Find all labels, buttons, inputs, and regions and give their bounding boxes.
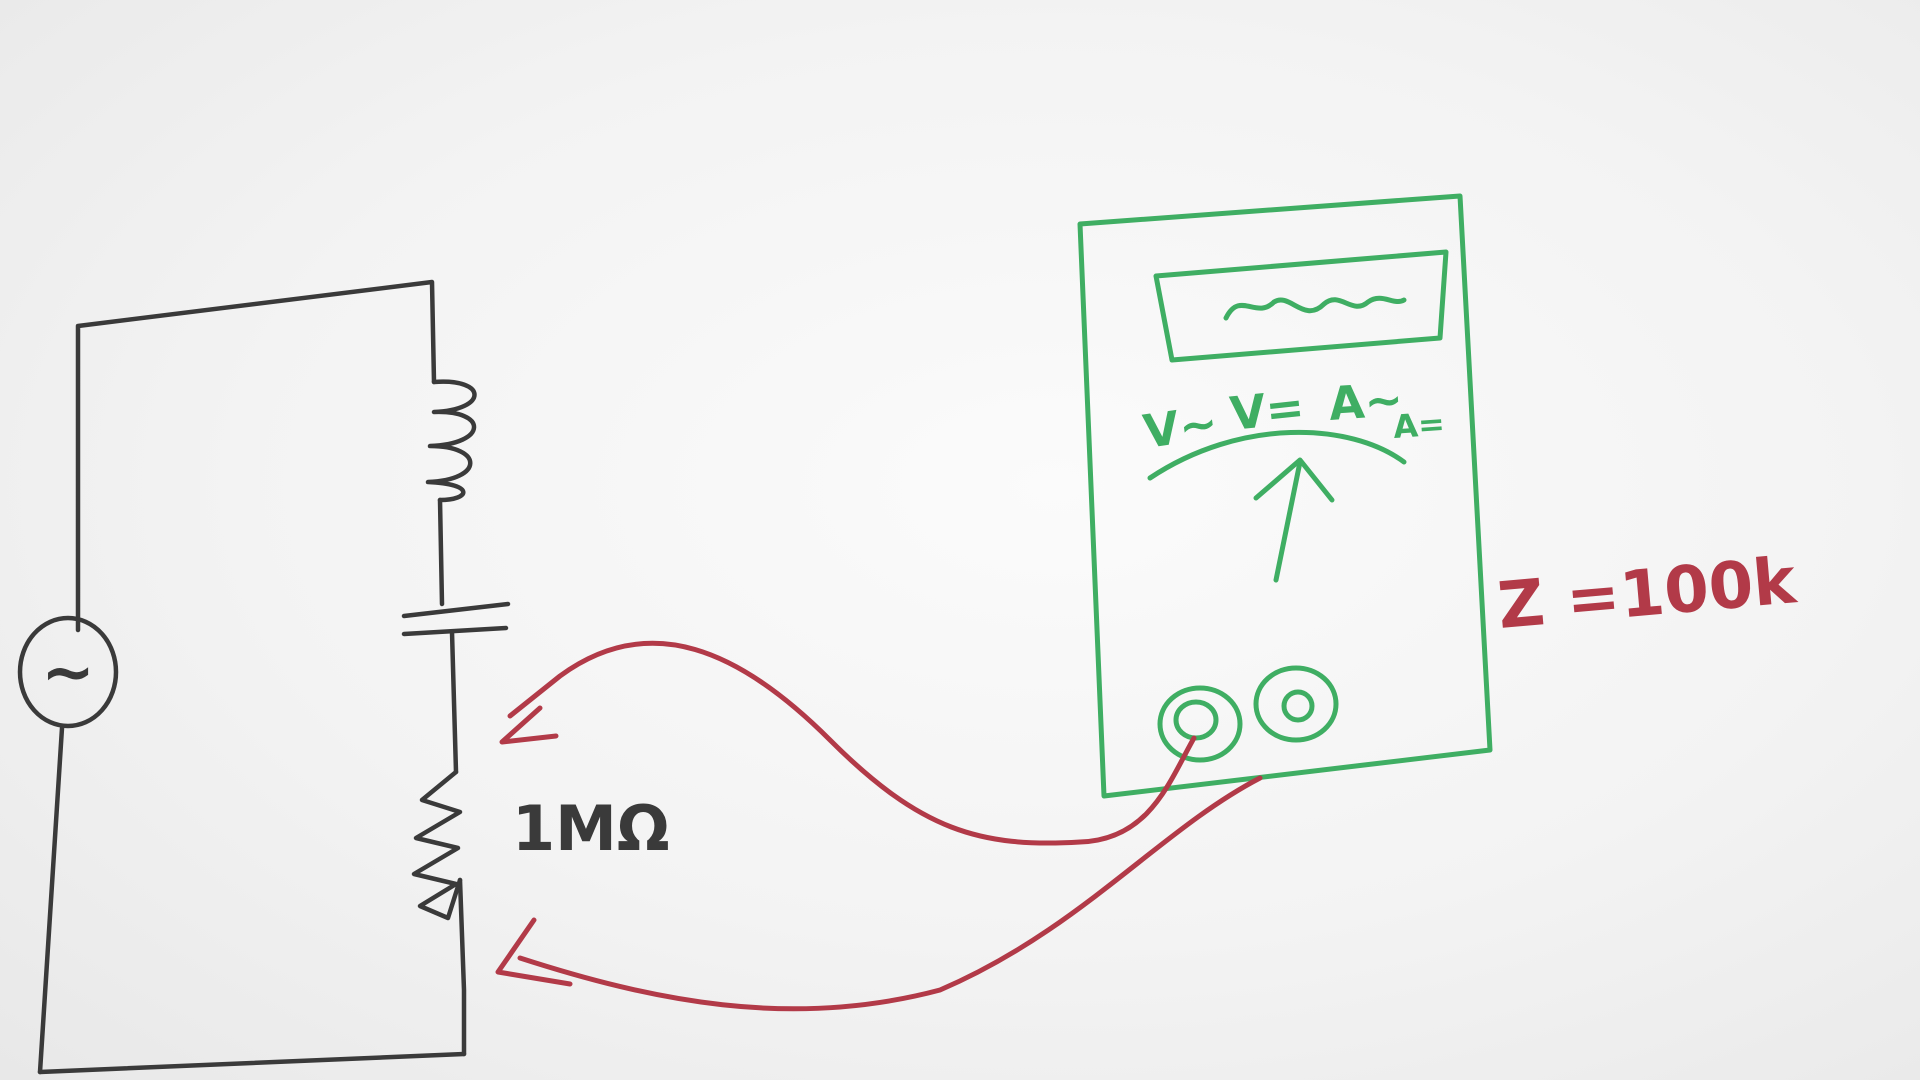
jack-left-inner: [1173, 699, 1219, 741]
probe-arrow-lower: [495, 917, 573, 987]
dial-labels: V~ V= A~ A=: [1140, 372, 1446, 459]
capacitor: [401, 601, 511, 637]
meter-display: [1153, 249, 1449, 363]
bottom-wire: [37, 1051, 467, 1075]
probe-jack-right: [1253, 665, 1339, 743]
resistor-label: 1MΩ: [512, 792, 670, 865]
probe-lead-upper: [507, 640, 1197, 846]
resistor-zigzag: [411, 769, 463, 921]
dial-pointer-shaft: [1273, 459, 1303, 583]
meter-impedance-label: Z =100k: [1495, 544, 1800, 644]
display-waveform: [1223, 295, 1407, 321]
capacitor-plate-bottom: [401, 625, 509, 637]
capacitor-plate-top: [401, 601, 511, 619]
jack-right-outer: [1253, 665, 1339, 743]
top-wire: [75, 279, 437, 633]
ac-source-symbol: ~: [41, 636, 95, 710]
probe-lead-lower: [517, 775, 1263, 1012]
multimeter: V~ V= A~ A=: [1077, 193, 1493, 799]
wire-inductor-to-capacitor: [437, 497, 445, 607]
probe-leads: [495, 640, 1263, 1012]
wire-capacitor-to-resistor: [449, 629, 459, 775]
right-wire-bottom: [457, 877, 467, 1057]
meter-body: [1077, 193, 1493, 799]
ac-source: ~: [17, 615, 119, 729]
inductor-coil: [425, 379, 477, 503]
jack-left-outer: [1157, 685, 1243, 763]
left-wire-bottom: [37, 725, 65, 1075]
dial-pointer-arrow: [1253, 457, 1335, 583]
dial-arc: [1147, 429, 1407, 481]
dial-label-amps-dc: A=: [1392, 404, 1446, 446]
dial-label-amps-ac: A~: [1327, 372, 1405, 431]
ac-source-circle: [17, 615, 119, 729]
dial-pointer-head: [1253, 457, 1335, 503]
ac-circuit: ~ 1MΩ: [17, 279, 670, 1075]
jack-right-inner: [1281, 689, 1315, 723]
probe-arrow-upper: [499, 705, 559, 745]
probe-jack-left: [1157, 685, 1243, 763]
